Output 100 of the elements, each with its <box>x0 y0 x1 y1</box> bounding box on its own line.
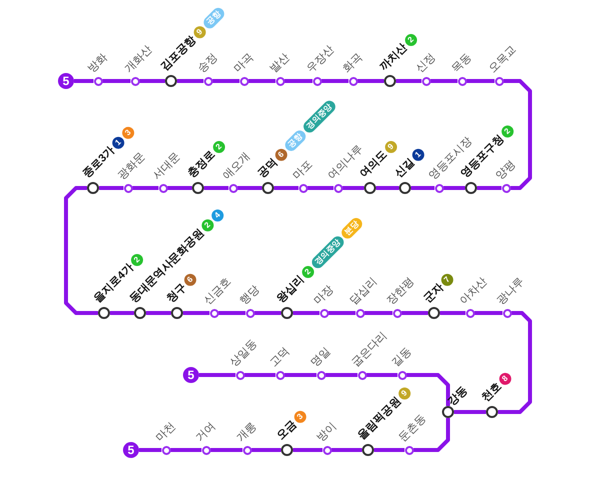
line-terminal: 5 <box>183 367 199 383</box>
line-terminal: 5 <box>123 442 139 458</box>
line-segment <box>342 186 364 190</box>
line-segment <box>322 79 348 83</box>
transfer-station-marker <box>442 406 454 418</box>
line-segment <box>204 186 228 190</box>
line-segment <box>376 186 399 190</box>
station-marker <box>94 76 102 86</box>
line-segment <box>274 186 298 190</box>
station-marker <box>502 184 510 192</box>
station-marker <box>158 184 168 192</box>
station-marker <box>240 76 248 86</box>
transfer-station-marker <box>428 307 440 319</box>
station-marker <box>358 370 366 380</box>
line-terminal: 5 <box>58 73 74 89</box>
station-name: 강동 <box>444 383 471 409</box>
line-segment <box>199 373 236 377</box>
line-segment <box>454 410 486 414</box>
transfer-station-marker <box>281 444 293 456</box>
line-segment <box>252 448 281 452</box>
line-segment <box>328 311 356 315</box>
line-segment <box>248 79 276 83</box>
station-marker <box>494 76 504 86</box>
line-segment <box>212 79 240 83</box>
line-segment <box>504 79 532 190</box>
line-segment <box>132 186 158 190</box>
station-marker <box>356 308 364 318</box>
station-marker <box>202 446 210 454</box>
line-segment <box>498 311 532 414</box>
line-segment <box>146 311 171 315</box>
station-name: 방이 <box>314 418 340 444</box>
line-segment <box>402 311 428 315</box>
station-marker <box>236 370 244 380</box>
station-name: 명일 <box>308 344 334 370</box>
line-segment <box>366 373 398 377</box>
station-marker <box>458 76 466 86</box>
station-marker <box>210 308 218 318</box>
station-marker <box>228 184 238 192</box>
station-name: 마천 <box>152 418 179 444</box>
station-name: 행당 <box>236 282 263 308</box>
line-segment <box>74 79 94 83</box>
line-segment <box>218 311 246 315</box>
line-segment <box>374 448 404 452</box>
line-segment <box>183 311 210 315</box>
line-segment <box>64 186 98 315</box>
transfer-station-marker <box>399 182 411 194</box>
transfer-station-marker <box>465 182 477 194</box>
transfer-station-marker <box>362 444 374 456</box>
station-name: 발산 <box>266 50 293 76</box>
transfer-station-marker <box>486 406 498 418</box>
line-segment <box>332 448 362 452</box>
line-segment <box>284 373 316 377</box>
station-marker <box>246 308 254 318</box>
line-segment <box>210 448 242 452</box>
transfer-station-marker <box>281 307 293 319</box>
line-segment <box>293 448 322 452</box>
line-segment <box>326 373 358 377</box>
station-marker <box>316 370 326 380</box>
station-marker <box>204 76 212 86</box>
line-segment <box>477 186 502 190</box>
station-marker <box>242 446 252 454</box>
line-segment <box>170 448 202 452</box>
station-name: 신정 <box>412 50 439 76</box>
station-marker <box>348 76 358 86</box>
line-segment <box>396 79 422 83</box>
line-segment <box>140 79 165 83</box>
line-segment <box>358 79 384 83</box>
station-name: 마장 <box>310 282 337 308</box>
line-segment <box>466 79 494 83</box>
station-name: 길동 <box>388 344 415 370</box>
transfer-station-marker <box>98 307 110 319</box>
station-marker <box>466 308 474 318</box>
line-segment <box>444 186 465 190</box>
line-segment <box>308 186 334 190</box>
station-name: 고덕 <box>266 344 293 370</box>
line-segment <box>139 448 162 452</box>
transfer-station-marker <box>165 75 177 87</box>
station-marker <box>322 446 332 454</box>
station-name: 마곡 <box>230 50 257 76</box>
line-segment <box>440 311 466 315</box>
station-name: 마포 <box>290 156 316 182</box>
station-name: 송정 <box>196 50 221 76</box>
transfer-station-marker <box>87 182 99 194</box>
station-marker <box>298 184 308 192</box>
line-segment <box>177 79 204 83</box>
station-marker <box>392 308 402 318</box>
line-segment <box>430 79 458 83</box>
transfer-station-marker <box>384 75 396 87</box>
transfer-station-marker <box>134 307 146 319</box>
station-name: 방화 <box>84 50 111 76</box>
station-marker <box>276 76 284 86</box>
station-marker <box>162 446 170 454</box>
station-marker <box>502 308 512 318</box>
transfer-station-marker <box>364 182 376 194</box>
line-segment <box>474 311 502 315</box>
station-marker <box>334 184 342 192</box>
station-marker <box>276 370 284 380</box>
transfer-station-marker <box>192 182 204 194</box>
station-name: 목동 <box>448 50 475 76</box>
line-segment <box>238 186 262 190</box>
